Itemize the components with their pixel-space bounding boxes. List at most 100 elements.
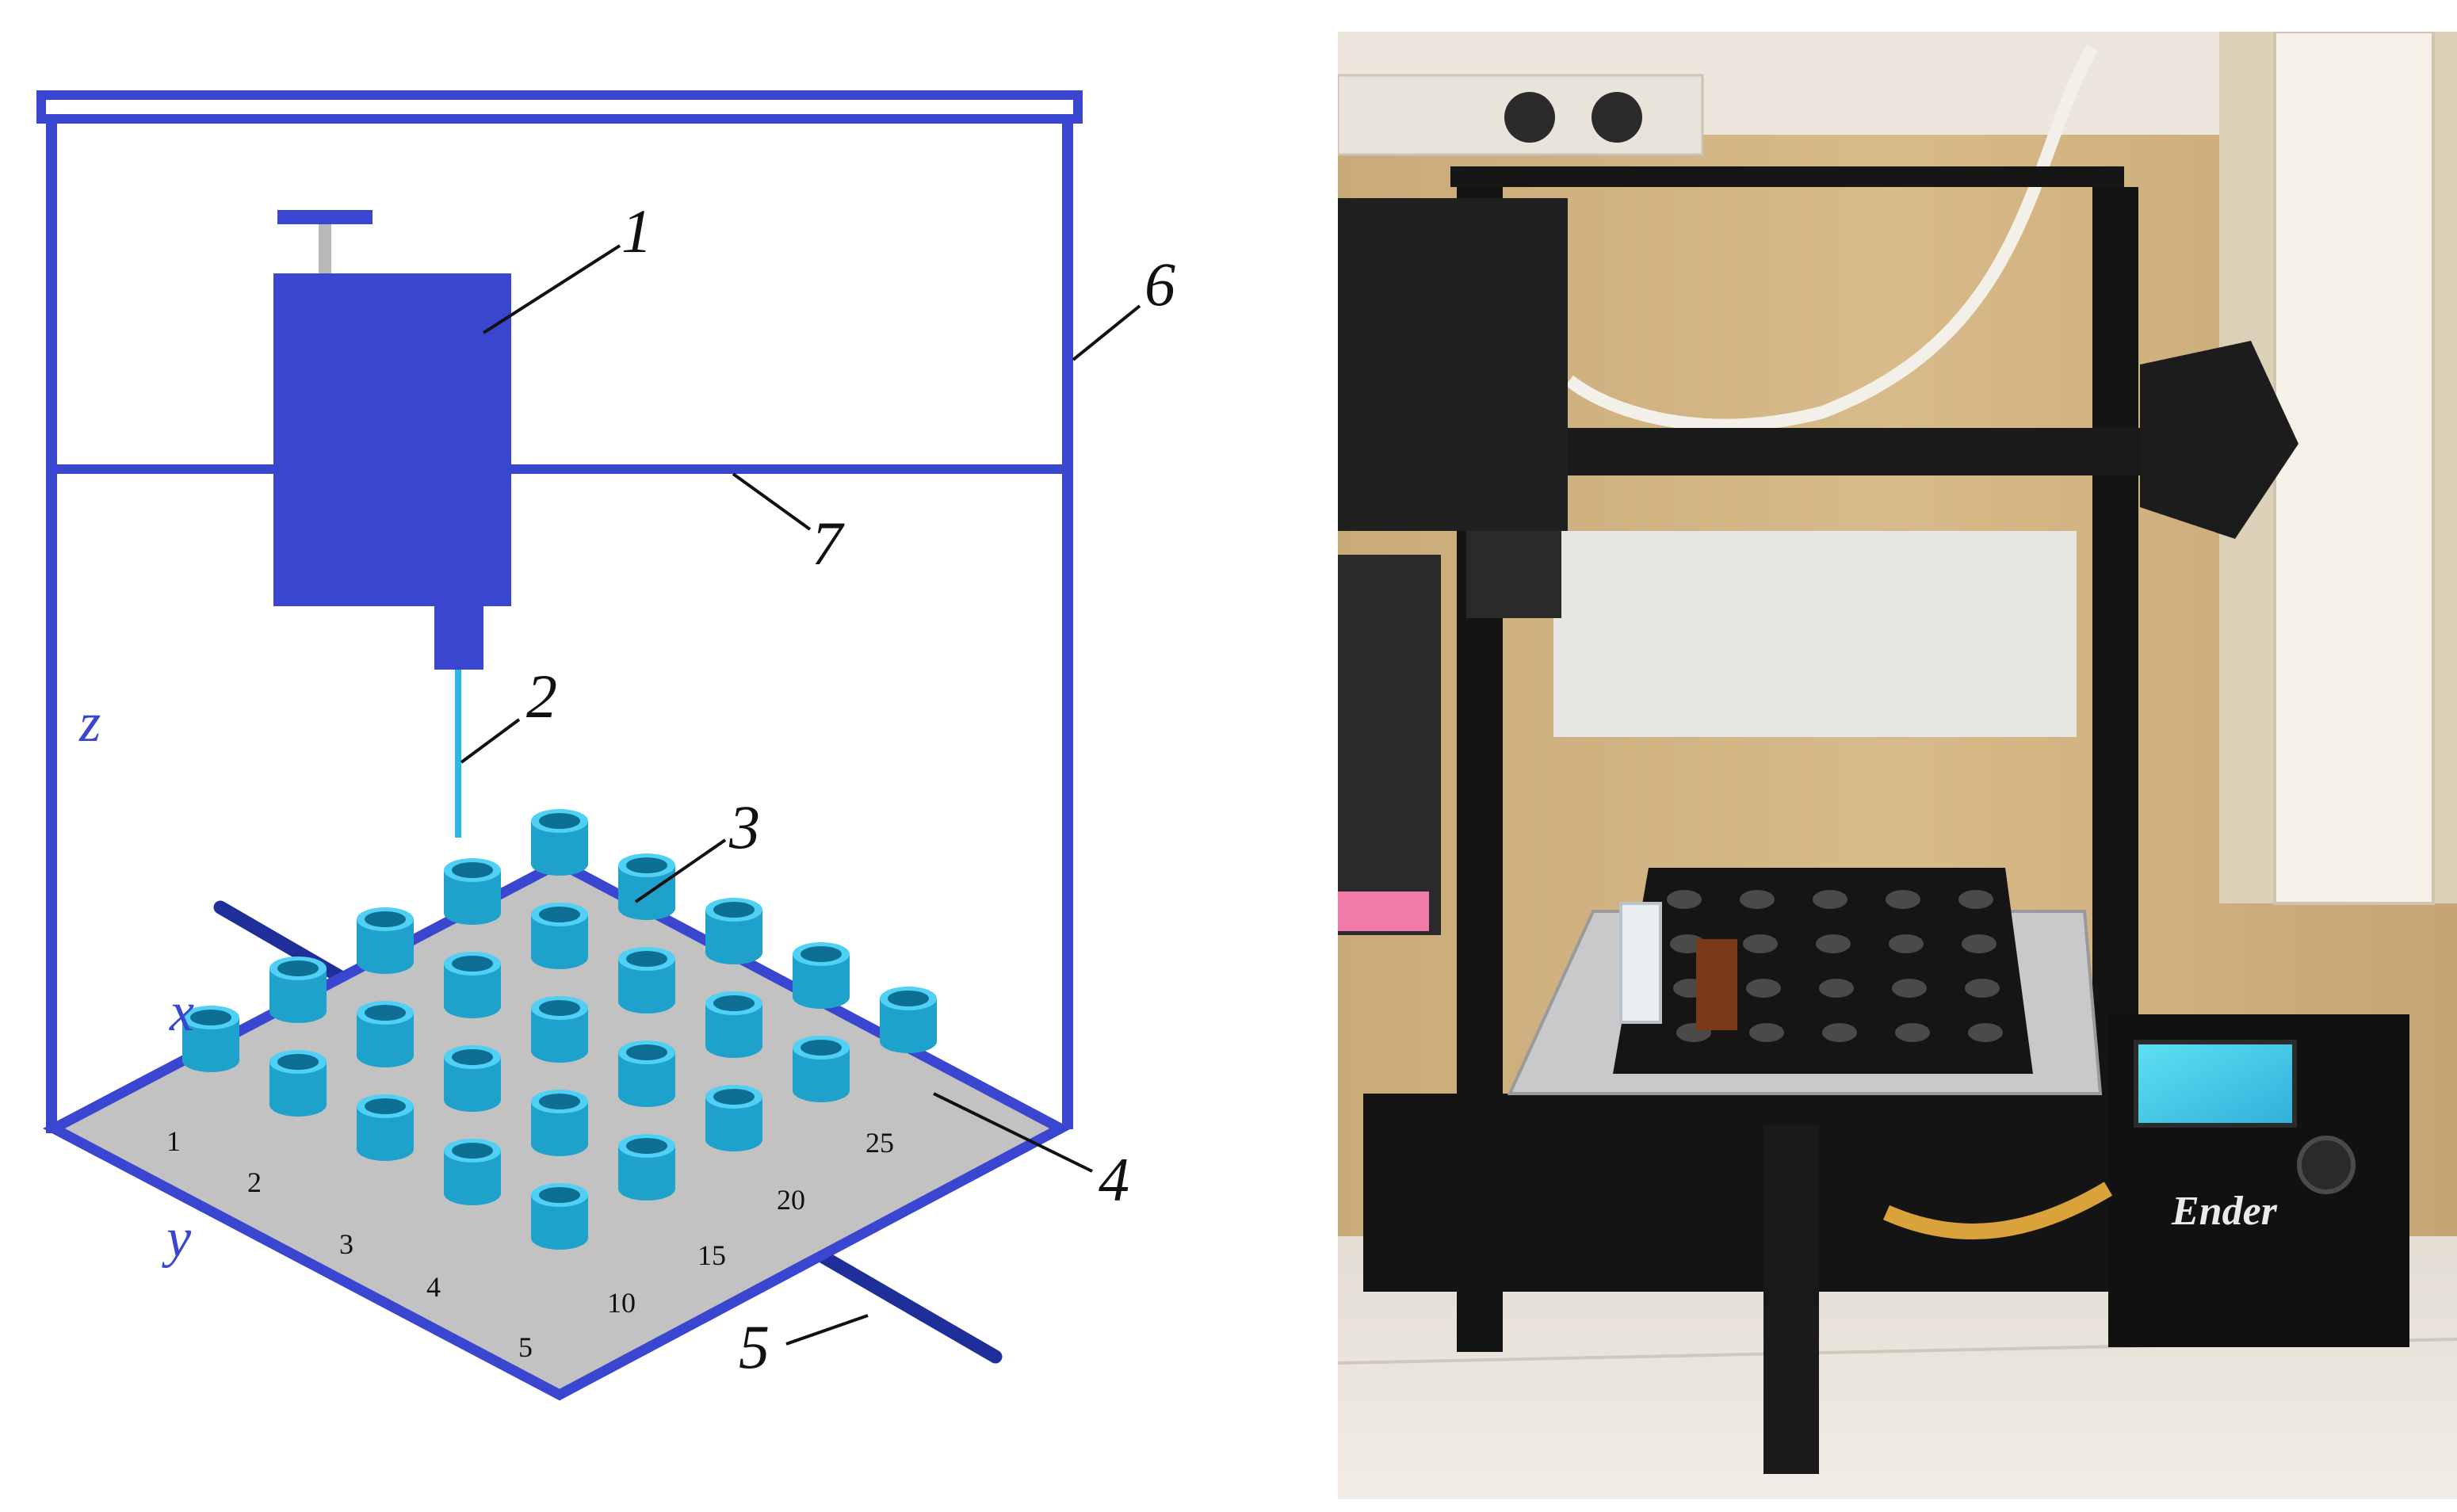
leader-4 bbox=[933, 1092, 1093, 1173]
vial-opening bbox=[888, 991, 929, 1006]
photo-control-knob bbox=[2297, 1136, 2356, 1194]
vial-opening bbox=[626, 857, 667, 873]
vial-opening bbox=[539, 1187, 580, 1203]
leader-lines bbox=[460, 244, 1141, 1346]
vial-21 bbox=[531, 1183, 588, 1250]
axis-label-y: y bbox=[162, 1208, 192, 1269]
leader-7 bbox=[732, 472, 812, 531]
syringe-tip bbox=[434, 606, 483, 670]
vial-body bbox=[880, 998, 937, 1053]
leader-5 bbox=[785, 1314, 869, 1346]
vial-body bbox=[618, 1146, 675, 1201]
vial-body bbox=[531, 1008, 588, 1063]
photo-holder-hole bbox=[1962, 934, 1997, 953]
frame-left-post bbox=[46, 119, 57, 1133]
vial-opening bbox=[452, 1049, 493, 1065]
vial-25 bbox=[880, 987, 937, 1053]
vial-number-3: 3 bbox=[339, 1228, 353, 1260]
vial-body bbox=[444, 870, 501, 925]
vial-opening bbox=[539, 907, 580, 922]
vial-7 bbox=[357, 1001, 414, 1067]
vial-index-labels: 1 2 3 4 5 10 15 20 25 bbox=[166, 1125, 894, 1363]
frame-right-post bbox=[1062, 119, 1073, 1129]
vial-body bbox=[793, 954, 850, 1009]
vial-1 bbox=[182, 1006, 239, 1072]
photo-holder-hole bbox=[1819, 979, 1854, 998]
vial-body bbox=[269, 1062, 327, 1117]
vial-opening bbox=[365, 1005, 406, 1021]
photo-holder-hole bbox=[1743, 934, 1778, 953]
vial-12 bbox=[444, 1045, 501, 1112]
photo-lcd bbox=[2134, 1040, 2297, 1128]
leader-2 bbox=[460, 718, 521, 764]
vial-2 bbox=[269, 956, 327, 1023]
vial-17 bbox=[531, 1090, 588, 1156]
vial-number-1: 1 bbox=[166, 1125, 181, 1157]
plunger-rod bbox=[319, 224, 331, 273]
axis-label-z: z bbox=[78, 693, 101, 754]
vial-number-5: 5 bbox=[518, 1331, 533, 1363]
photo-back-shield bbox=[1553, 531, 2077, 737]
photo-y-rail bbox=[1763, 1125, 1819, 1474]
photo-holder-hole bbox=[1968, 1023, 2003, 1042]
vial-body bbox=[531, 914, 588, 969]
printer-frame bbox=[36, 90, 1083, 1133]
photo-holder-hole bbox=[1816, 934, 1851, 953]
vial-body bbox=[182, 1018, 239, 1072]
vial-6 bbox=[269, 1050, 327, 1117]
vial-10 bbox=[618, 853, 675, 920]
vial-body bbox=[357, 1013, 414, 1067]
callout-rail: 5 bbox=[739, 1312, 770, 1381]
photo-gantry-bracket bbox=[2140, 341, 2298, 539]
vial-13 bbox=[531, 996, 588, 1063]
vial-16 bbox=[444, 1139, 501, 1205]
vial-22 bbox=[618, 1134, 675, 1201]
vial-body bbox=[357, 1106, 414, 1161]
vial-number-25: 25 bbox=[865, 1127, 894, 1159]
vial-opening bbox=[713, 995, 755, 1011]
photo-socket-2 bbox=[1592, 92, 1642, 143]
photo-window-pane bbox=[2273, 32, 2435, 905]
vial-5 bbox=[531, 809, 588, 876]
vial-opening bbox=[539, 1094, 580, 1109]
vial-20 bbox=[793, 942, 850, 1009]
photo-holder-hole bbox=[1892, 979, 1927, 998]
leader-1 bbox=[482, 244, 621, 334]
vial-number-20: 20 bbox=[777, 1184, 805, 1216]
vial-11 bbox=[357, 1094, 414, 1161]
vial-opening bbox=[713, 1089, 755, 1105]
photo-brand-label: Ender bbox=[2171, 1189, 2278, 1234]
vial-number-2: 2 bbox=[247, 1166, 262, 1198]
callout-vial: 4 bbox=[1099, 1145, 1129, 1214]
photo-holder-hole bbox=[1667, 890, 1702, 909]
gantry-crossbar bbox=[46, 464, 1073, 474]
photo-holder-hole bbox=[1813, 890, 1848, 909]
syringe-body bbox=[273, 273, 511, 606]
vial-9 bbox=[531, 903, 588, 969]
needle bbox=[455, 670, 461, 838]
vial-opening bbox=[452, 956, 493, 972]
photo-holder-hole bbox=[1746, 979, 1781, 998]
photo-x-gantry bbox=[1553, 428, 2219, 475]
vial-number-10: 10 bbox=[607, 1287, 636, 1319]
vial-body bbox=[618, 1052, 675, 1107]
vial-opening bbox=[365, 1098, 406, 1114]
photo-holder-holes bbox=[1667, 890, 2003, 1042]
vial-24 bbox=[793, 1036, 850, 1102]
vial-opening bbox=[801, 1040, 842, 1056]
vial-body bbox=[618, 959, 675, 1014]
photo-base bbox=[1363, 1094, 2140, 1292]
vial-opening bbox=[539, 1000, 580, 1016]
photo-glass-vial bbox=[1619, 902, 1662, 1024]
vial-opening bbox=[452, 1143, 493, 1159]
photo-pink-note bbox=[1338, 892, 1429, 931]
vial-opening bbox=[539, 813, 580, 829]
vial-23 bbox=[705, 1085, 762, 1151]
vial-4 bbox=[444, 858, 501, 925]
photo-cable bbox=[1565, 44, 2098, 432]
vial-opening bbox=[277, 960, 319, 976]
vial-body bbox=[269, 968, 327, 1023]
vial-19 bbox=[705, 991, 762, 1058]
vial-opening bbox=[365, 911, 406, 927]
callout-needle: 2 bbox=[526, 662, 557, 731]
